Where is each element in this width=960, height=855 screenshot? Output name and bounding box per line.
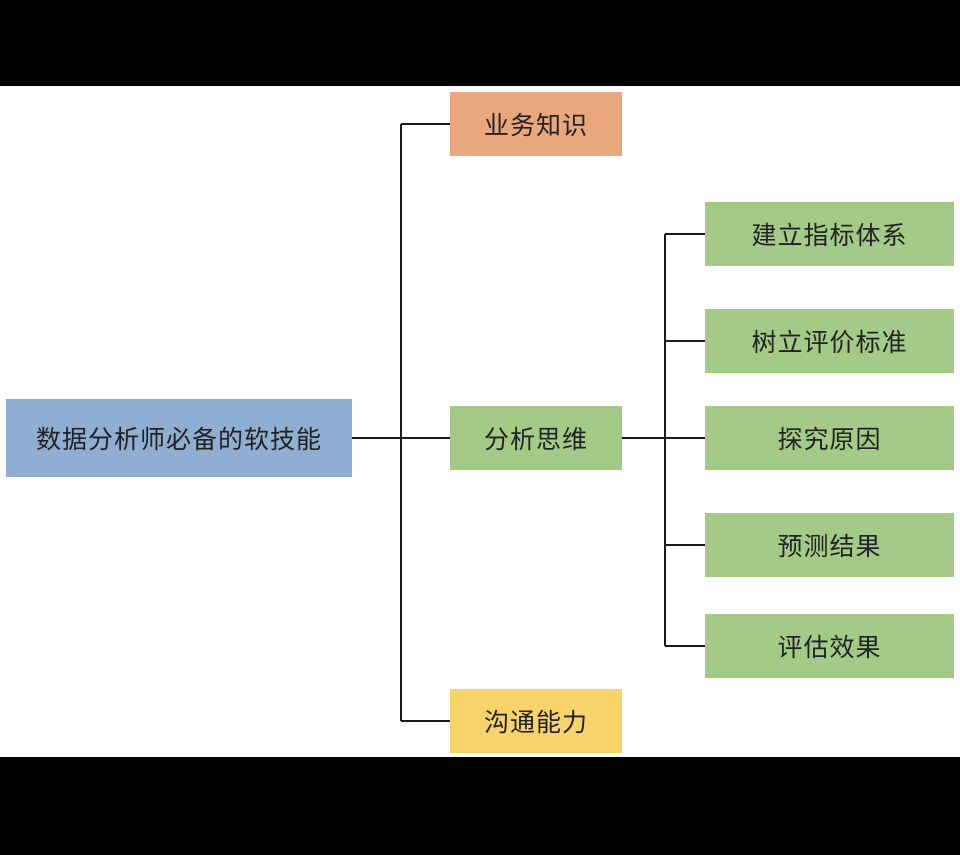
branch-node-communication: 沟通能力 <box>450 689 622 753</box>
sub-node-evaluate-effects: 评估效果 <box>705 614 954 678</box>
sub-node-explore-causes: 探究原因 <box>705 406 954 470</box>
branch-node-analytical-thinking: 分析思维 <box>450 406 622 470</box>
sub-node-predict-results: 预测结果 <box>705 513 954 577</box>
sub-node-set-evaluation-standard: 树立评价标准 <box>705 309 954 373</box>
sub-node-build-metric-system: 建立指标体系 <box>705 202 954 266</box>
branch-node-business-knowledge: 业务知识 <box>450 92 622 156</box>
root-node: 数据分析师必备的软技能 <box>6 399 352 477</box>
